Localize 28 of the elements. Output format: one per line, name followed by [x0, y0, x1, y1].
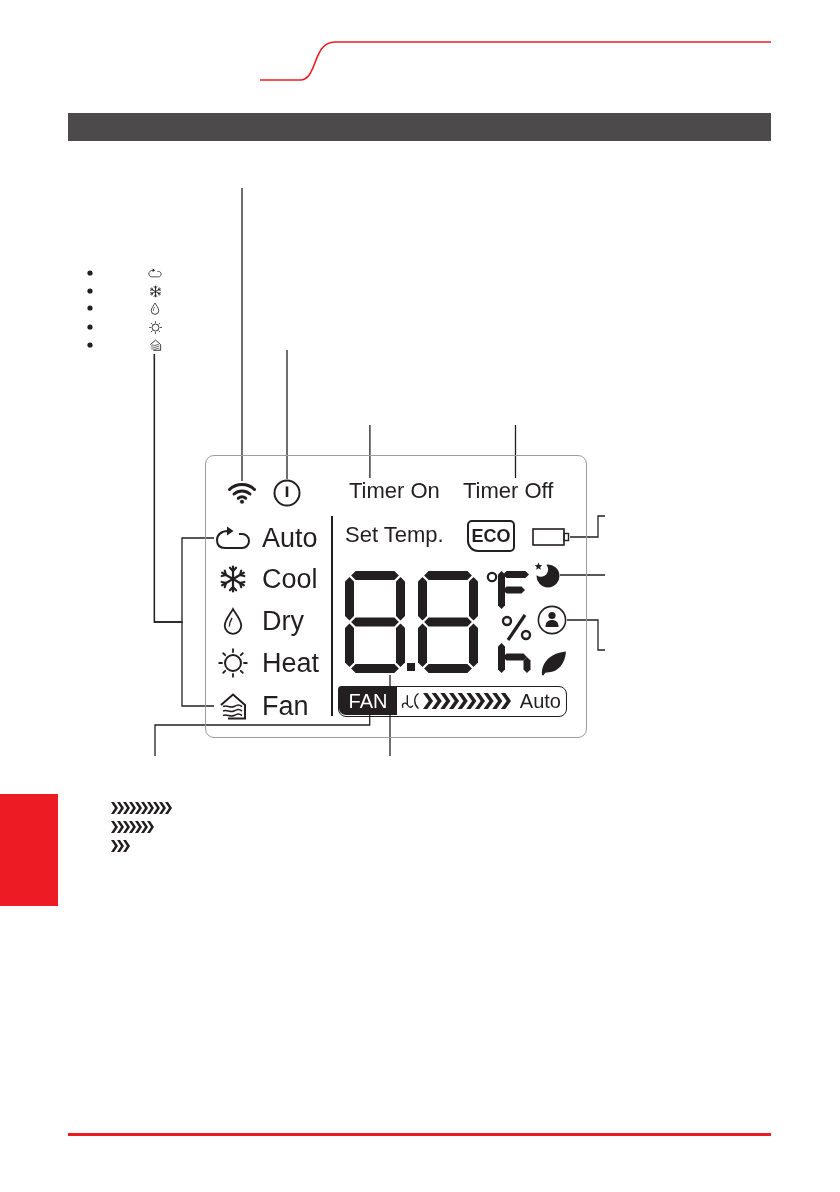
leader-line: [286, 349, 288, 480]
person-icon: [537, 605, 567, 635]
indicator-label: Timer On: [349, 478, 440, 504]
speed-label: Auto: [519, 689, 561, 713]
moon-icon: [534, 562, 560, 588]
leader-line: [153, 353, 215, 707]
leader-line: [154, 714, 371, 757]
mode-label: Heat: [262, 647, 320, 679]
wifi-icon: [227, 481, 257, 504]
leader-line: [369, 424, 371, 479]
mode-label: Cool: [262, 563, 318, 595]
mode-label: Auto: [262, 522, 318, 554]
indicator-label: Set Temp.: [345, 522, 444, 548]
mode-label: Fan: [262, 690, 309, 722]
leader-line: [569, 515, 606, 538]
mode-label: Dry: [262, 605, 304, 637]
indicator-label: Timer Off: [463, 478, 554, 504]
fan-speed-bar: [338, 686, 567, 717]
lcd-panel: [205, 455, 587, 738]
leader-line: [514, 424, 517, 479]
power-icon: [273, 479, 301, 507]
eco-indicator: ECO: [467, 520, 515, 552]
side-tab: [0, 794, 58, 906]
leader-line: [241, 187, 243, 482]
fan-indicator: FAN: [339, 687, 397, 715]
battery-icon: [532, 528, 570, 546]
leader-line: [566, 619, 606, 651]
leader-line: [559, 574, 606, 576]
